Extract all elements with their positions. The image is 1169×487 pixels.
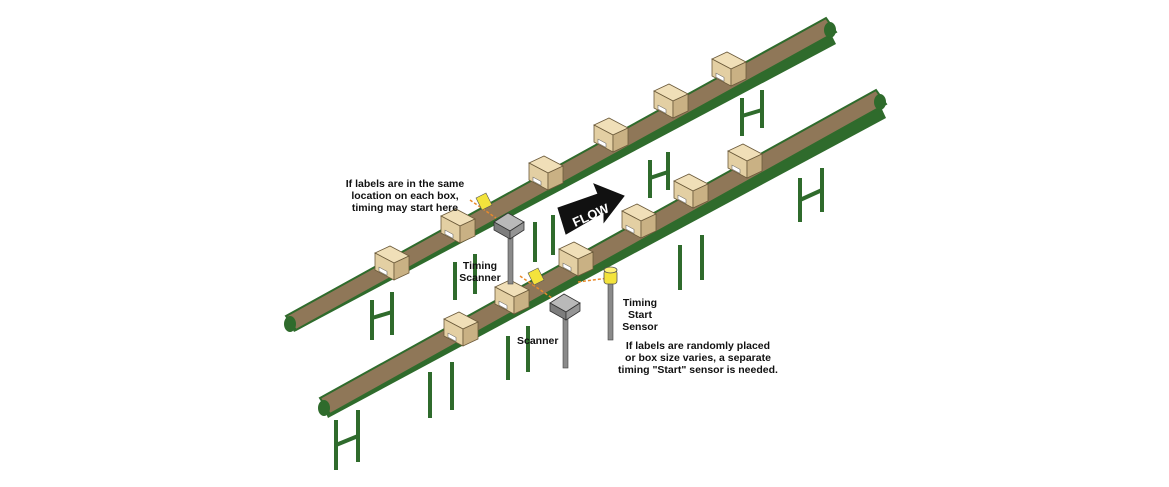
timing-start-sensor xyxy=(577,266,618,341)
lower-note: If labels are randomly placed or box siz… xyxy=(608,340,788,376)
flow-arrow: FLOW xyxy=(557,183,625,235)
upper-conveyor-legs xyxy=(370,90,764,340)
timing-scanner xyxy=(469,192,525,285)
timing-start-sensor-label: Timing Start Sensor xyxy=(616,297,664,333)
upper-timing-note-line-3: timing may start here xyxy=(351,202,459,214)
lower-note-line-3: timing "Start" sensor is needed. xyxy=(618,364,778,376)
timing-scanner-label-line-1: Timing xyxy=(462,260,498,272)
lower-note-line-1: If labels are randomly placed xyxy=(625,340,771,352)
timing-scanner-label: Timing Scanner xyxy=(455,260,505,284)
timing-start-sensor-label-line-2: Start xyxy=(628,309,652,321)
scanner-label: Scanner xyxy=(517,335,559,347)
scanner xyxy=(519,267,581,369)
lower-conveyor-legs xyxy=(334,168,824,470)
timing-start-sensor-label-line-3: Sensor xyxy=(622,321,658,333)
upper-timing-note-line-2: location on each box, xyxy=(351,190,459,202)
upper-timing-note-line-1: If labels are in the same xyxy=(345,178,465,190)
timing-scanner-label-line-2: Scanner xyxy=(459,272,501,284)
upper-timing-note: If labels are in the same location on ea… xyxy=(330,178,480,214)
timing-start-sensor-label-line-1: Timing xyxy=(622,297,658,309)
lower-note-line-2: or box size varies, a separate xyxy=(625,352,771,364)
